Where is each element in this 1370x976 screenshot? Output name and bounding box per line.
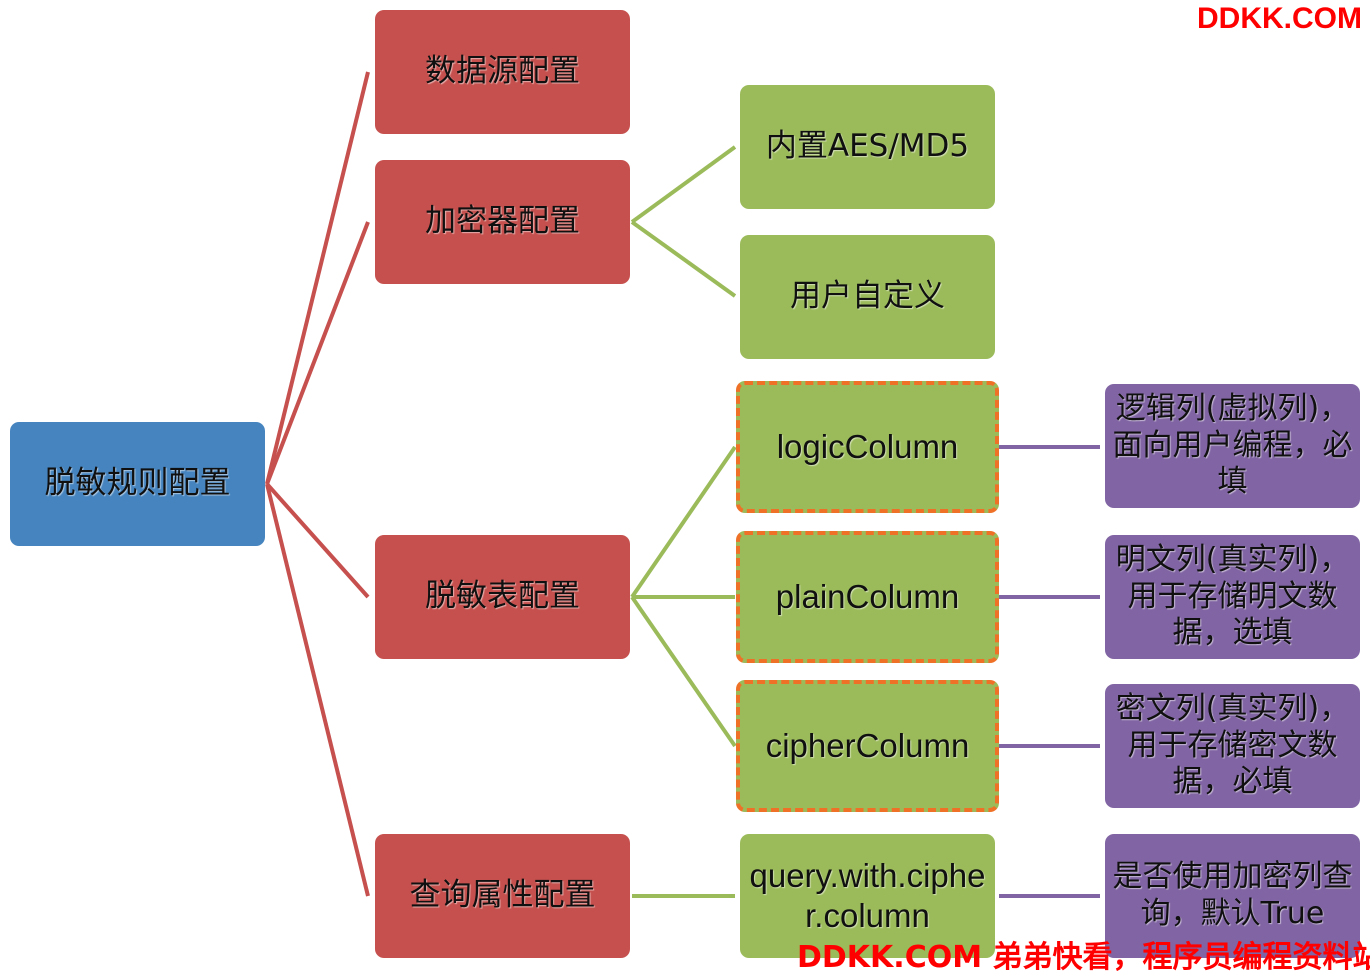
node-query-with-cipher-column-label: query.with.cipher.column xyxy=(749,857,986,934)
node-builtin-aes-md5: 内置AES/MD5 xyxy=(740,85,995,209)
node-user-defined-label: 用户自定义 xyxy=(790,278,945,315)
node-query-with-cipher-column: query.with.cipher.column xyxy=(740,834,995,958)
connector-encryptor-custom xyxy=(630,220,737,298)
watermark-bottom: DDKK.COM 弟弟快看，程序员编程资料站 xyxy=(797,940,1370,975)
connector-root-query xyxy=(265,483,370,897)
connector-encryptor-aes xyxy=(630,145,737,224)
node-builtin-aes-md5-label: 内置AES/MD5 xyxy=(765,128,970,165)
node-query-props-config: 查询属性配置 xyxy=(375,834,630,958)
node-logic-column-desc-label: 逻辑列(虚拟列)，面向用户编程，必填 xyxy=(1112,391,1353,500)
connector-table-logic xyxy=(630,445,737,599)
node-mask-table-config-label: 脱敏表配置 xyxy=(425,578,580,615)
connector-root-datasource xyxy=(265,71,370,485)
connector-root-encryptor xyxy=(265,221,370,485)
node-encryptor-config-label: 加密器配置 xyxy=(425,203,580,240)
node-plain-column: plainColumn xyxy=(736,531,999,663)
connector-table-cipher xyxy=(630,595,737,748)
node-query-with-cipher-desc: 是否使用加密列查询，默认True xyxy=(1105,834,1360,958)
node-user-defined: 用户自定义 xyxy=(740,235,995,359)
node-plain-column-desc-label: 明文列(真实列)，用于存储明文数据，选填 xyxy=(1115,542,1350,651)
node-plain-column-label: plainColumn xyxy=(775,578,960,616)
node-cipher-column-desc: 密文列(真实列)，用于存储密文数据，必填 xyxy=(1105,684,1360,808)
node-encryptor-config: 加密器配置 xyxy=(375,160,630,284)
watermark-top: DDKK.COM xyxy=(1197,2,1362,35)
connector-root-table xyxy=(265,482,370,599)
node-datasource-config-label: 数据源配置 xyxy=(425,53,580,90)
node-plain-column-desc: 明文列(真实列)，用于存储明文数据，选填 xyxy=(1105,535,1360,659)
node-query-with-cipher-desc-label: 是否使用加密列查询，默认True xyxy=(1112,859,1353,931)
node-query-props-config-label: 查询属性配置 xyxy=(409,877,596,914)
root-node: 脱敏规则配置 xyxy=(10,422,265,546)
node-datasource-config: 数据源配置 xyxy=(375,10,630,134)
root-node-label: 脱敏规则配置 xyxy=(44,465,231,502)
node-logic-column-label: logicColumn xyxy=(776,428,959,466)
node-cipher-column: cipherColumn xyxy=(736,680,999,812)
node-mask-table-config: 脱敏表配置 xyxy=(375,535,630,659)
node-logic-column: logicColumn xyxy=(736,381,999,513)
node-cipher-column-label: cipherColumn xyxy=(765,727,970,765)
node-logic-column-desc: 逻辑列(虚拟列)，面向用户编程，必填 xyxy=(1105,384,1360,508)
node-cipher-column-desc-label: 密文列(真实列)，用于存储密文数据，必填 xyxy=(1115,691,1350,800)
